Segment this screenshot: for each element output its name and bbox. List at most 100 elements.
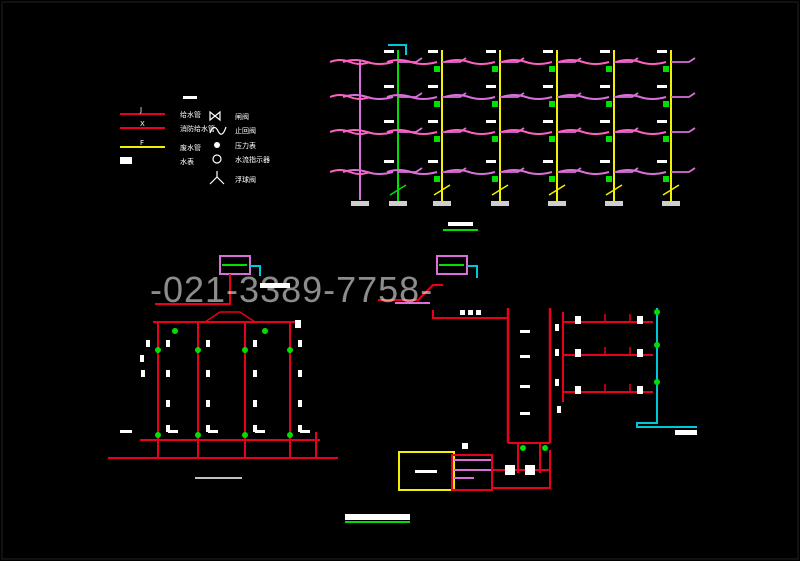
- riser-left-branch: [329, 94, 371, 100]
- riser-foot-offset: [433, 184, 451, 196]
- riser-floor-branch: [501, 169, 553, 175]
- pump-room-suction-lines: [454, 459, 492, 479]
- riser-fixture-branch: [671, 57, 696, 63]
- riser-foot-offset: [662, 184, 680, 196]
- left-tank-label-block: [260, 283, 290, 288]
- riser-fixture-branch: [671, 127, 696, 133]
- legend-line-desc: 水表: [180, 157, 194, 166]
- pressure-gauge-icon: [214, 142, 220, 148]
- left-valve-dot: [242, 432, 248, 438]
- riser-floor-label: [600, 50, 610, 53]
- right-branch-mark: [575, 386, 581, 394]
- riser-fixture-branch: [557, 127, 582, 133]
- riser-fixture-branch: [500, 57, 525, 63]
- flow-switch-icon: [212, 154, 222, 164]
- riser-fixture-branch: [500, 167, 525, 173]
- left-annotation-tick: [298, 400, 302, 407]
- left-side-tick: [141, 370, 145, 377]
- right-riser-label: [520, 412, 530, 415]
- riser-floor-branch: [501, 94, 553, 100]
- riser-foot-offset: [548, 184, 566, 196]
- right-header-mark: [476, 310, 481, 315]
- left-header-manifold: [204, 311, 256, 323]
- riser-floor-branch: [444, 169, 496, 175]
- riser-fixture-branch: [557, 57, 582, 63]
- riser-valve-mark: [492, 101, 498, 107]
- riser-valve-mark: [549, 176, 555, 182]
- riser-floor-label: [543, 160, 553, 163]
- riser-base-block: [433, 201, 451, 206]
- riser-fixture-branch: [398, 167, 423, 173]
- riser-floor-label: [428, 160, 438, 163]
- riser-floor-label: [657, 160, 667, 163]
- riser-valve-mark: [606, 66, 612, 72]
- left-annotation-tick: [166, 340, 170, 347]
- riser-left-branch: [329, 129, 371, 135]
- right-header-mark: [468, 310, 473, 315]
- riser-floor-branch: [558, 129, 610, 135]
- left-annotation-tick: [166, 425, 170, 432]
- riser-system-diagram: [329, 44, 696, 206]
- riser-floor-branch: [386, 94, 438, 100]
- legend-line-tag: J: [139, 106, 142, 114]
- left-floor-label: [300, 430, 310, 433]
- pump-unit: [505, 465, 515, 475]
- right-tank-vent: [467, 265, 478, 278]
- riser-valve-mark: [492, 66, 498, 72]
- right-system-title-block: [345, 514, 410, 520]
- right-system-annotations: [415, 309, 660, 475]
- left-annotation-tick: [298, 340, 302, 347]
- riser-floor-label: [657, 120, 667, 123]
- left-floor-label: [208, 430, 218, 433]
- pump-room-tank-label: [415, 470, 437, 473]
- left-system-annotations: [120, 320, 310, 438]
- riser-floor-label: [384, 50, 394, 53]
- riser-floor-branch: [501, 129, 553, 135]
- riser-floor-branch: [444, 59, 496, 65]
- riser-valve-mark: [606, 176, 612, 182]
- riser-base-block: [662, 201, 680, 206]
- left-annotation-tick: [298, 425, 302, 432]
- right-riser-label: [520, 385, 530, 388]
- left-tank-vent: [250, 265, 261, 276]
- right-branch-mark: [637, 386, 643, 394]
- pump-room-label: [462, 443, 468, 449]
- riser-valve-mark: [434, 136, 440, 142]
- riser-top-vent: [388, 44, 407, 55]
- riser-valve-mark: [663, 136, 669, 142]
- riser-valve-mark: [434, 66, 440, 72]
- riser-floor-label: [600, 120, 610, 123]
- riser-fixture-branch: [614, 127, 639, 133]
- right-branch-mark: [575, 316, 581, 324]
- right-riser-label: [520, 330, 530, 333]
- riser-left-branch: [329, 59, 371, 65]
- riser-floor-label: [384, 85, 394, 88]
- riser-floor-branch: [444, 129, 496, 135]
- riser-valve-mark: [606, 136, 612, 142]
- left-annotation-tick: [253, 370, 257, 377]
- riser-floor-branch: [615, 169, 667, 175]
- riser-floor-branch: [501, 59, 553, 65]
- riser-valve-mark: [663, 176, 669, 182]
- riser-floor-label: [543, 50, 553, 53]
- riser-valve-mark: [549, 136, 555, 142]
- left-side-tick: [295, 320, 301, 328]
- riser-foot-offset: [491, 184, 509, 196]
- riser-valve-mark: [492, 176, 498, 182]
- left-bottom-connectors: [157, 432, 317, 458]
- riser-fixture-branch: [614, 57, 639, 63]
- right-valve-dot: [520, 445, 526, 451]
- riser-floor-branch: [386, 169, 438, 175]
- riser-floor-label: [384, 120, 394, 123]
- riser-floor-branch: [615, 59, 667, 65]
- riser-floor-label: [486, 85, 496, 88]
- riser-fixture-branch: [500, 92, 525, 98]
- riser-floor-label: [428, 85, 438, 88]
- riser-fixture-branch: [614, 167, 639, 173]
- legend-line-tag: X: [140, 120, 145, 128]
- riser-fixture-branch: [398, 92, 423, 98]
- riser-floor-label: [657, 50, 667, 53]
- riser-valve-mark: [549, 66, 555, 72]
- right-header-mark: [460, 310, 465, 315]
